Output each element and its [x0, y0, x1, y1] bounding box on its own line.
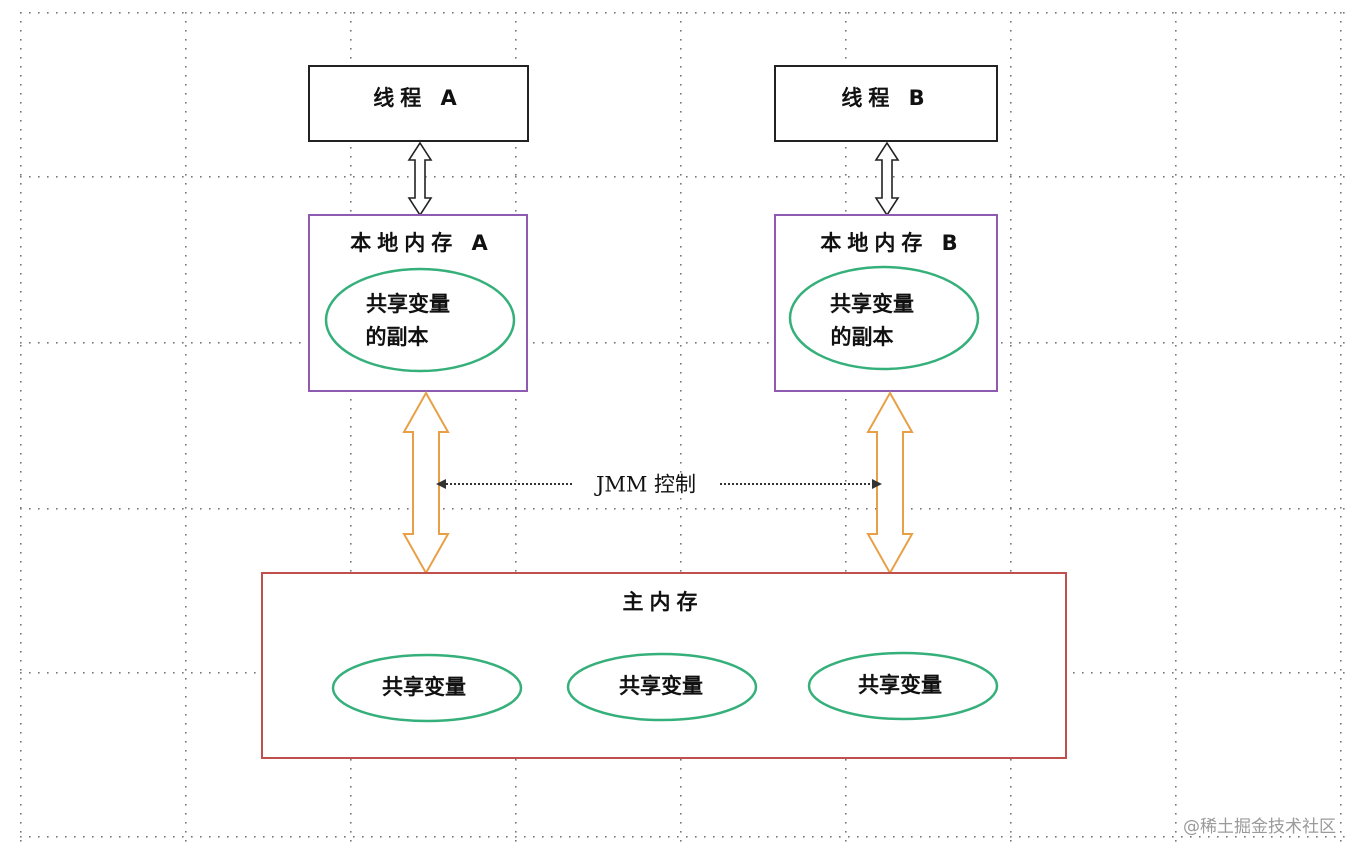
thread-b-label: 线程 B: [841, 86, 930, 110]
jmm-control-label: JMM 控制: [594, 473, 696, 497]
thread-a-label: 线程 A: [373, 86, 463, 110]
local-memory-b-node: 本地内存 B 共享变量 的副本: [774, 214, 998, 392]
jmm-arrowhead-left: [436, 479, 446, 489]
local-memory-a-copy-ellipse: [324, 267, 516, 373]
local-memory-a-copy-line2: 的副本: [366, 325, 429, 349]
local-memory-b-copy-ellipse: [788, 265, 980, 371]
jmm-control-connector: JMM 控制: [436, 473, 882, 497]
main-memory-node: 主内存 共享变量 共享变量 共享变量: [261, 572, 1067, 759]
shared-variable-label-1: 共享变量: [382, 675, 466, 699]
thread-a-local-arrow: [407, 141, 433, 217]
local-memory-a-copy-line1: 共享变量: [366, 292, 450, 316]
thread-a-box: [308, 65, 529, 142]
local-memory-b-label: 本地内存 B: [820, 231, 963, 255]
thread-b-node: 线程 B: [774, 65, 998, 142]
shared-variable-ellipse-3: [807, 651, 999, 721]
watermark-text: @稀土掘金技术社区: [1183, 817, 1336, 837]
shared-variable-label-2: 共享变量: [619, 674, 703, 698]
thread-b-box: [774, 65, 998, 142]
shared-variable-ellipse-1: [331, 653, 523, 723]
local-memory-a-node: 本地内存 A 共享变量 的副本: [308, 214, 528, 392]
local-memory-b-copy-line2: 的副本: [831, 325, 894, 349]
local-memory-b-copy-line1: 共享变量: [830, 292, 914, 316]
shared-variable-label-3: 共享变量: [858, 673, 942, 697]
local-memory-a-label: 本地内存 A: [350, 231, 494, 255]
main-memory-label: 主内存: [623, 590, 704, 614]
thread-a-node: 线程 A: [308, 65, 529, 142]
thread-b-local-arrow: [874, 141, 900, 217]
shared-variable-ellipse-2: [566, 652, 758, 722]
jmm-arrowhead-right: [872, 479, 882, 489]
